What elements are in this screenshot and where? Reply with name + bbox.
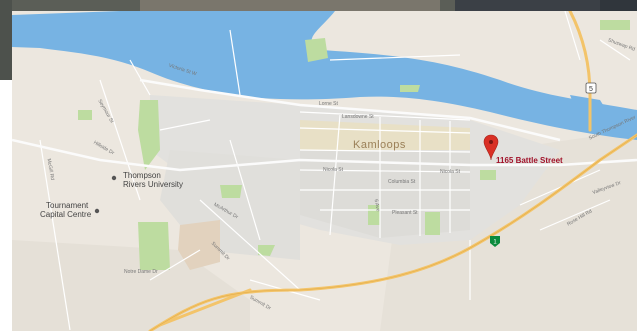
park	[78, 110, 92, 120]
map-canvas: 5 1	[12, 11, 637, 331]
poi-label-university: Rivers University	[123, 180, 184, 189]
park	[480, 170, 496, 180]
marker-address-label[interactable]: 1165 Battle Street	[496, 156, 563, 165]
street-label: Nicola St	[323, 167, 344, 173]
street-label: Nicola St	[440, 169, 461, 175]
highway-1-shield-icon: 1	[490, 236, 500, 247]
thompson-river	[12, 11, 637, 140]
street-label: Pleasant St	[392, 210, 418, 216]
poi-label-university: Thompson	[123, 171, 161, 180]
poi-label-tournament-centre: Tournament	[46, 201, 89, 210]
park	[400, 85, 420, 92]
street-label: 6 Ave	[372, 198, 381, 213]
park	[258, 245, 275, 256]
street-label: Columbia St	[388, 179, 416, 185]
map-view[interactable]: 5 1 Victoria St W Lorne St Lansdowne St …	[12, 11, 637, 331]
tournament-centre-dot-icon	[94, 208, 100, 214]
svg-text:5: 5	[589, 86, 593, 93]
svg-text:1: 1	[493, 240, 497, 246]
map-pin-icon	[483, 134, 499, 161]
park	[138, 100, 160, 170]
park	[425, 212, 440, 235]
highway-5-shield-icon: 5	[585, 82, 597, 94]
street-label: Lansdowne St	[342, 114, 374, 120]
street-label: Lorne St	[319, 101, 338, 107]
park	[138, 222, 170, 270]
poi-label-tournament-centre: Capital Centre	[40, 210, 92, 219]
street-label: Notre Dame Dr	[124, 269, 158, 275]
park	[600, 20, 630, 30]
park	[305, 38, 328, 62]
university-dot-icon	[111, 175, 117, 181]
park	[220, 185, 242, 198]
city-label: Kamloops	[353, 139, 406, 151]
